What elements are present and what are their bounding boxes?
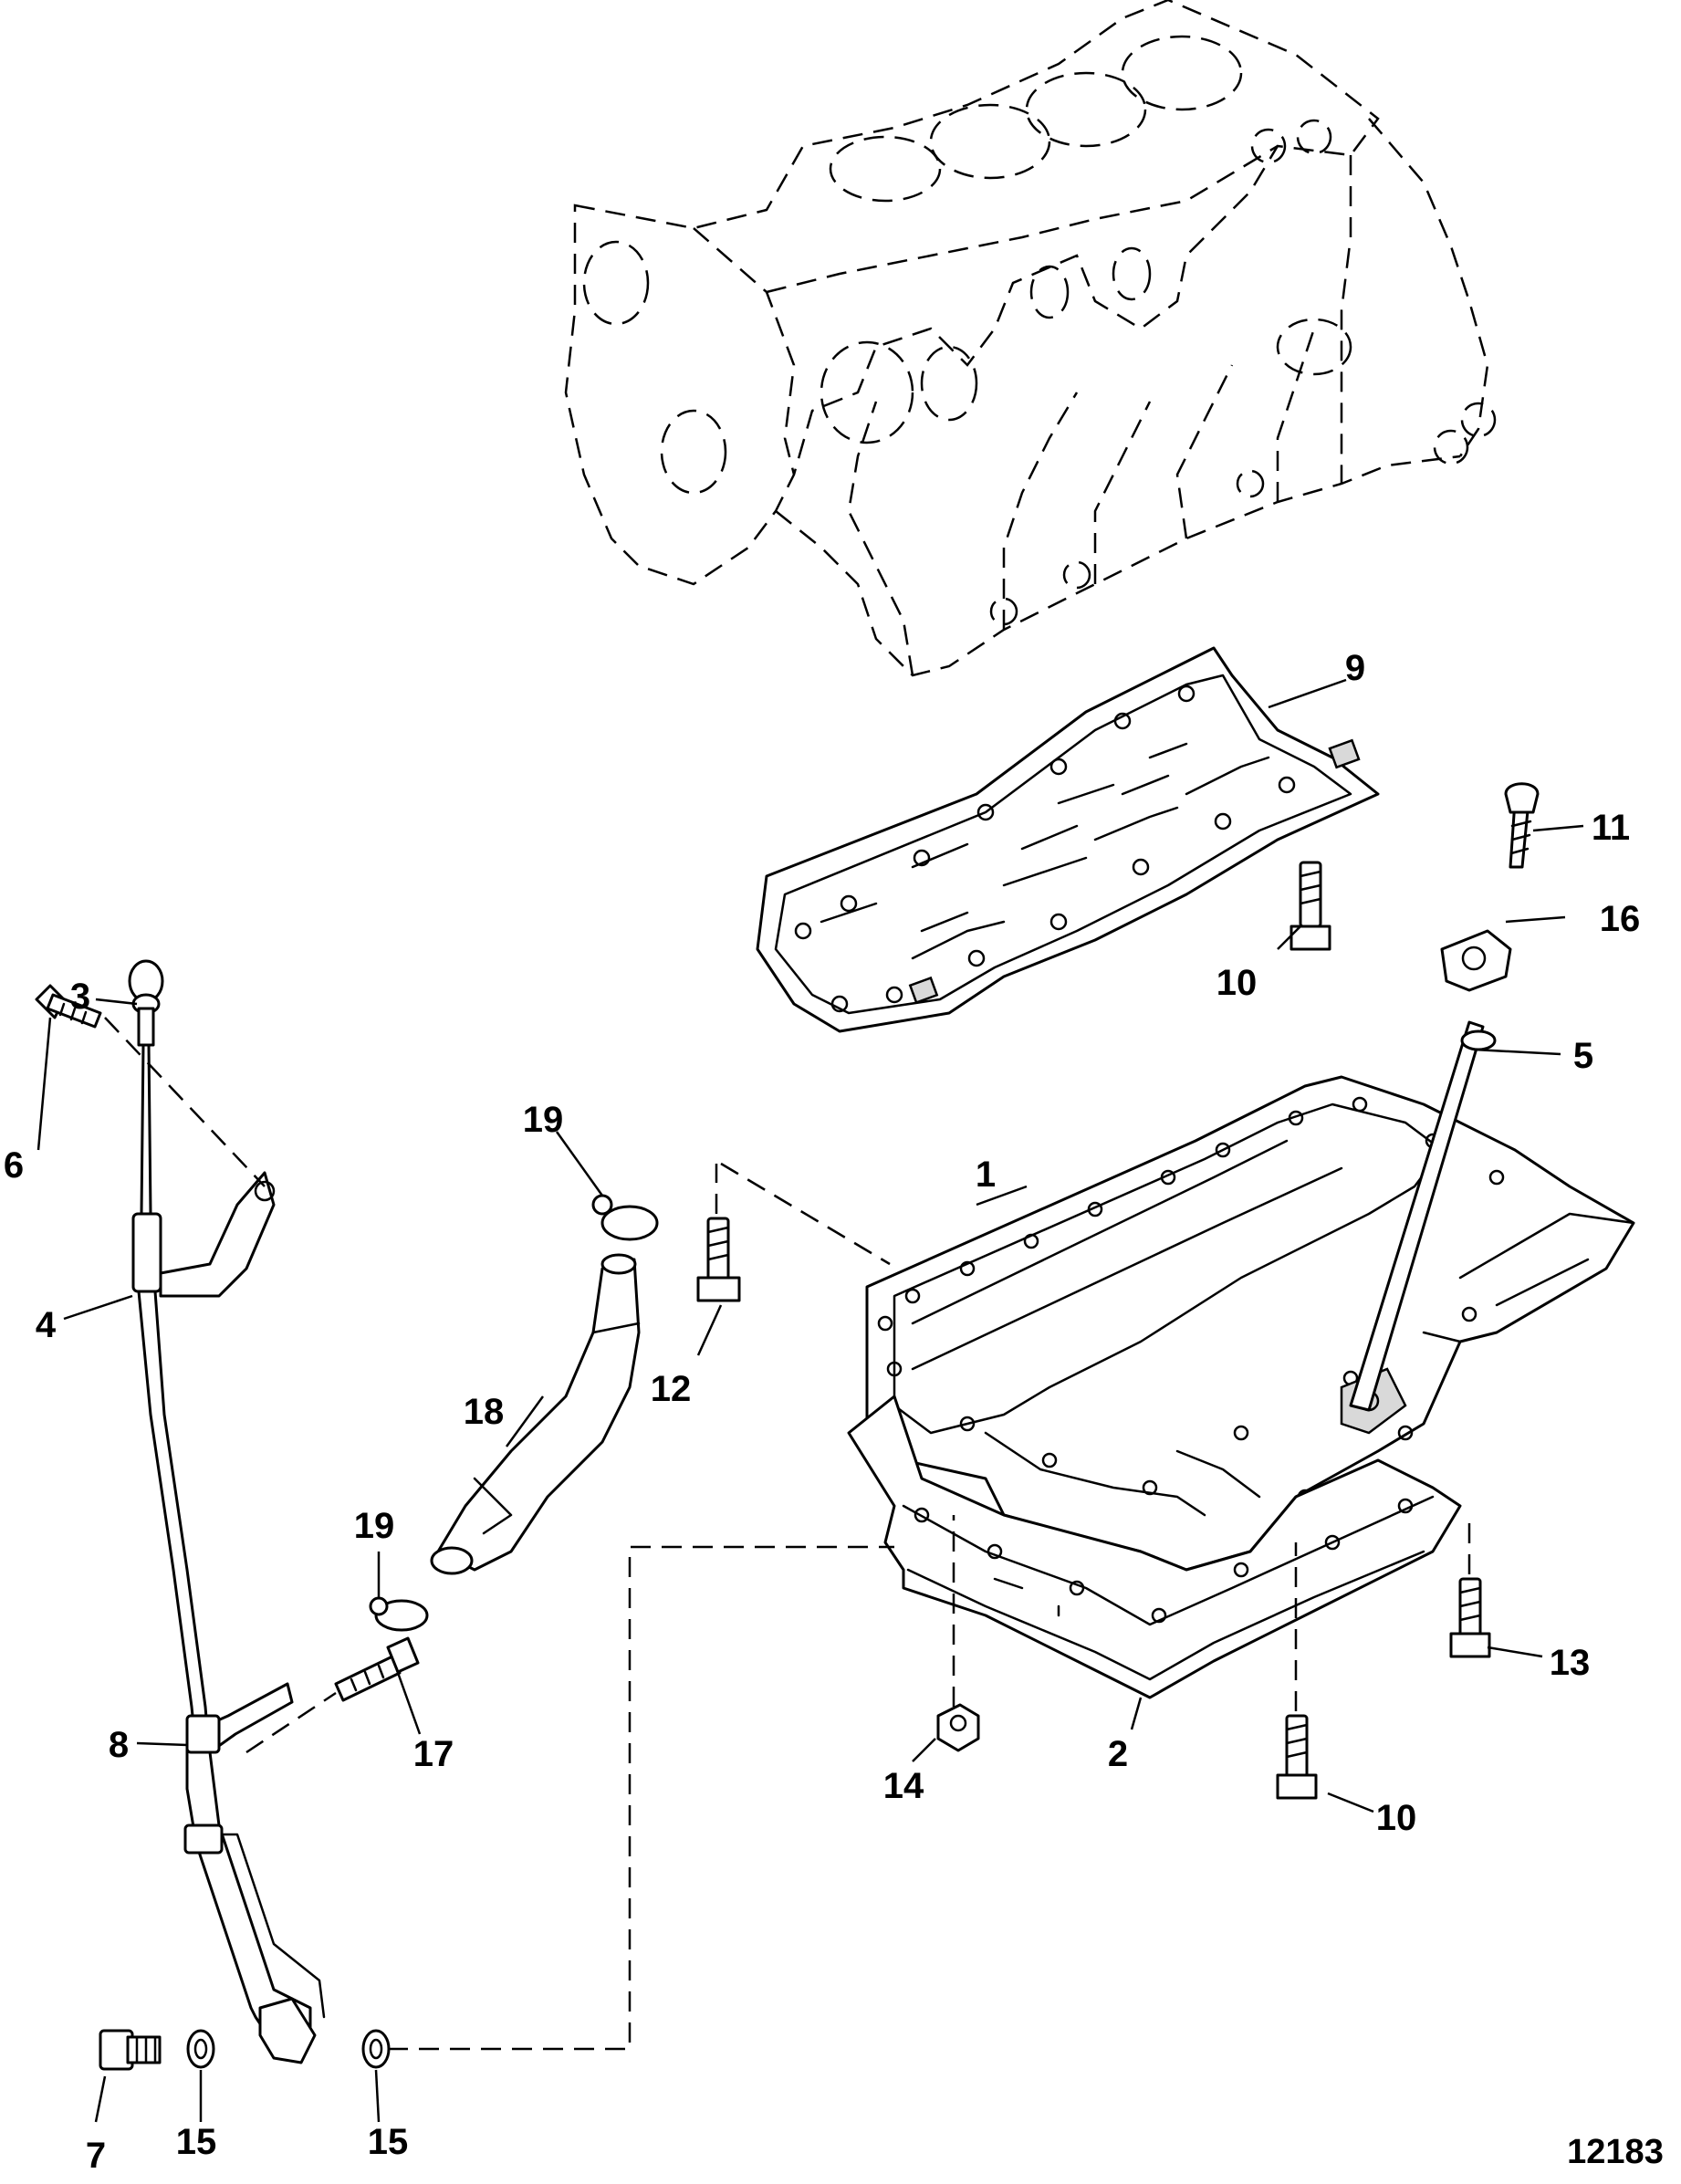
oil-pan-lower (847, 1395, 1462, 1699)
figure-id: 12183 (1567, 2133, 1664, 2171)
engine-block (564, 0, 1497, 677)
callout-17: 17 (413, 1734, 454, 1774)
callout-10-lower: 10 (1376, 1798, 1417, 1838)
callout-8: 8 (109, 1725, 129, 1765)
callout-6: 6 (4, 1145, 24, 1186)
bolt-12 (696, 1217, 741, 1302)
callout-4: 4 (36, 1305, 57, 1345)
callout-7: 7 (86, 2136, 106, 2176)
callout-10-upper: 10 (1216, 963, 1258, 1003)
oil-fill-hose (430, 1253, 641, 1575)
callout-2: 2 (1108, 1734, 1128, 1774)
dipstick-tube-assembly (1349, 782, 1540, 1412)
bolt-10-upper (1289, 861, 1331, 951)
callout-1: 1 (976, 1155, 996, 1195)
callout-19-lower: 19 (354, 1506, 395, 1546)
callout-15-right: 15 (368, 2122, 409, 2162)
callout-19-upper: 19 (523, 1100, 564, 1140)
bolt-13 (1449, 1577, 1491, 1658)
callout-5: 5 (1573, 1036, 1593, 1076)
hose-clamp-19-upper (591, 1194, 659, 1241)
bolt-17 (334, 1636, 420, 1702)
assembly-hidden-lines (104, 1017, 1471, 2051)
callout-13: 13 (1550, 1643, 1591, 1683)
nut-14 (936, 1703, 980, 1752)
callout-11: 11 (1592, 808, 1630, 848)
washer-15-right (361, 2029, 391, 2069)
callout-12: 12 (651, 1369, 692, 1409)
callout-15-left: 15 (176, 2122, 217, 2162)
hose-clamp-19-lower (369, 1596, 429, 1632)
bolt-7 (99, 2029, 162, 2071)
washer-15-left (186, 2029, 215, 2069)
oil-pan-upper (865, 1075, 1635, 1572)
bolt-10-lower (1276, 1714, 1318, 1800)
leader-lines (37, 678, 1584, 2123)
oil-pan-gasket (756, 646, 1380, 1033)
dipstick-tube-left (131, 1212, 326, 2064)
dipstick-bracket (159, 1171, 276, 1298)
callout-9: 9 (1345, 648, 1365, 688)
callout-14: 14 (883, 1766, 924, 1806)
callout-labels: 1 2 3 4 5 6 7 8 9 10 10 11 12 13 14 15 1… (4, 648, 1664, 2176)
callout-16: 16 (1600, 899, 1641, 939)
callout-3: 3 (70, 977, 90, 1017)
bolt-6 (35, 984, 102, 1029)
callout-18: 18 (464, 1392, 505, 1432)
dipstick-left (128, 959, 164, 1216)
